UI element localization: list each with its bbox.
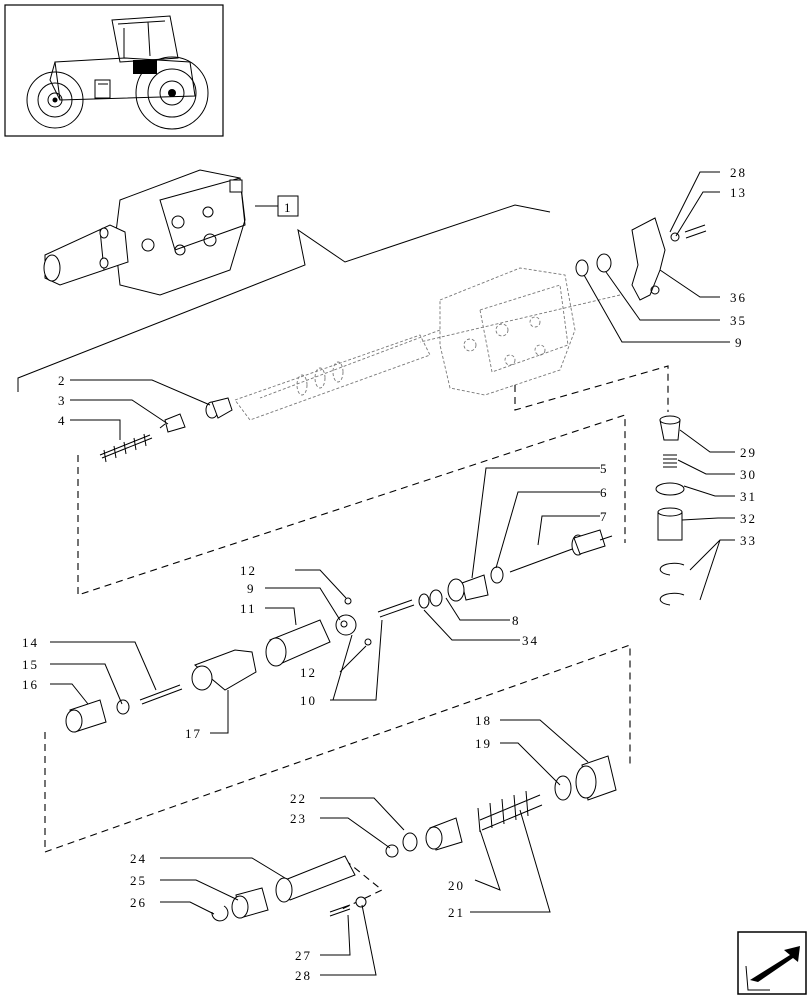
callout-4: 4 xyxy=(58,413,67,428)
callout-2: 2 xyxy=(58,373,67,388)
lever-parts-13-36 xyxy=(575,217,707,301)
callout-15: 15 xyxy=(22,657,39,672)
callout-9-top: 9 xyxy=(735,335,744,350)
callout-3: 3 xyxy=(58,393,67,408)
callout-14: 14 xyxy=(22,635,39,650)
poppet-parts-2-4 xyxy=(99,397,233,463)
spring-parts-18-28 xyxy=(211,755,617,922)
callout-6: 6 xyxy=(600,485,609,500)
valve-housing xyxy=(43,169,246,296)
cylinder-parts-9-17 xyxy=(65,597,372,733)
callout-22: 22 xyxy=(290,791,307,806)
callout-8: 8 xyxy=(512,613,521,628)
callout-25: 25 xyxy=(130,873,147,888)
tractor-thumbnail-icon xyxy=(4,4,224,137)
callout-13: 13 xyxy=(730,185,747,200)
callout-32: 32 xyxy=(740,511,757,526)
callout-27: 27 xyxy=(295,948,312,963)
housing-ghost xyxy=(234,267,621,421)
callout-17: 17 xyxy=(185,726,202,741)
reference-box-label: 1 xyxy=(284,200,293,215)
callout-29: 29 xyxy=(740,445,757,460)
callout-9-mid: 9 xyxy=(247,581,256,596)
callout-16: 16 xyxy=(22,677,39,692)
callout-7: 7 xyxy=(600,509,609,524)
next-page-arrow-icon[interactable] xyxy=(737,931,807,995)
callout-30: 30 xyxy=(740,467,757,482)
callout-labels: 2 3 4 5 6 7 8 34 12 9 11 12 10 14 15 16 … xyxy=(22,165,757,983)
callout-21: 21 xyxy=(448,905,465,920)
callout-31: 31 xyxy=(740,489,757,504)
callout-33: 33 xyxy=(740,533,757,548)
callout-20: 20 xyxy=(448,878,465,893)
callout-19: 19 xyxy=(475,736,492,751)
piston-parts-5-8 xyxy=(377,529,613,618)
leader-lines xyxy=(50,171,735,976)
callout-26: 26 xyxy=(130,895,147,910)
callout-11: 11 xyxy=(240,601,257,616)
callout-5: 5 xyxy=(600,461,609,476)
callout-34: 34 xyxy=(522,633,539,648)
callout-24: 24 xyxy=(130,851,147,866)
callout-18: 18 xyxy=(475,713,492,728)
plug-parts-29-33 xyxy=(655,415,685,606)
callout-36: 36 xyxy=(730,290,747,305)
callout-12-top: 12 xyxy=(240,563,257,578)
callout-35: 35 xyxy=(730,313,747,328)
callout-28-bot: 28 xyxy=(295,968,312,983)
callout-10: 10 xyxy=(300,693,317,708)
callout-28-top: 28 xyxy=(730,165,747,180)
callout-12-bot: 12 xyxy=(300,665,317,680)
callout-23: 23 xyxy=(290,811,307,826)
